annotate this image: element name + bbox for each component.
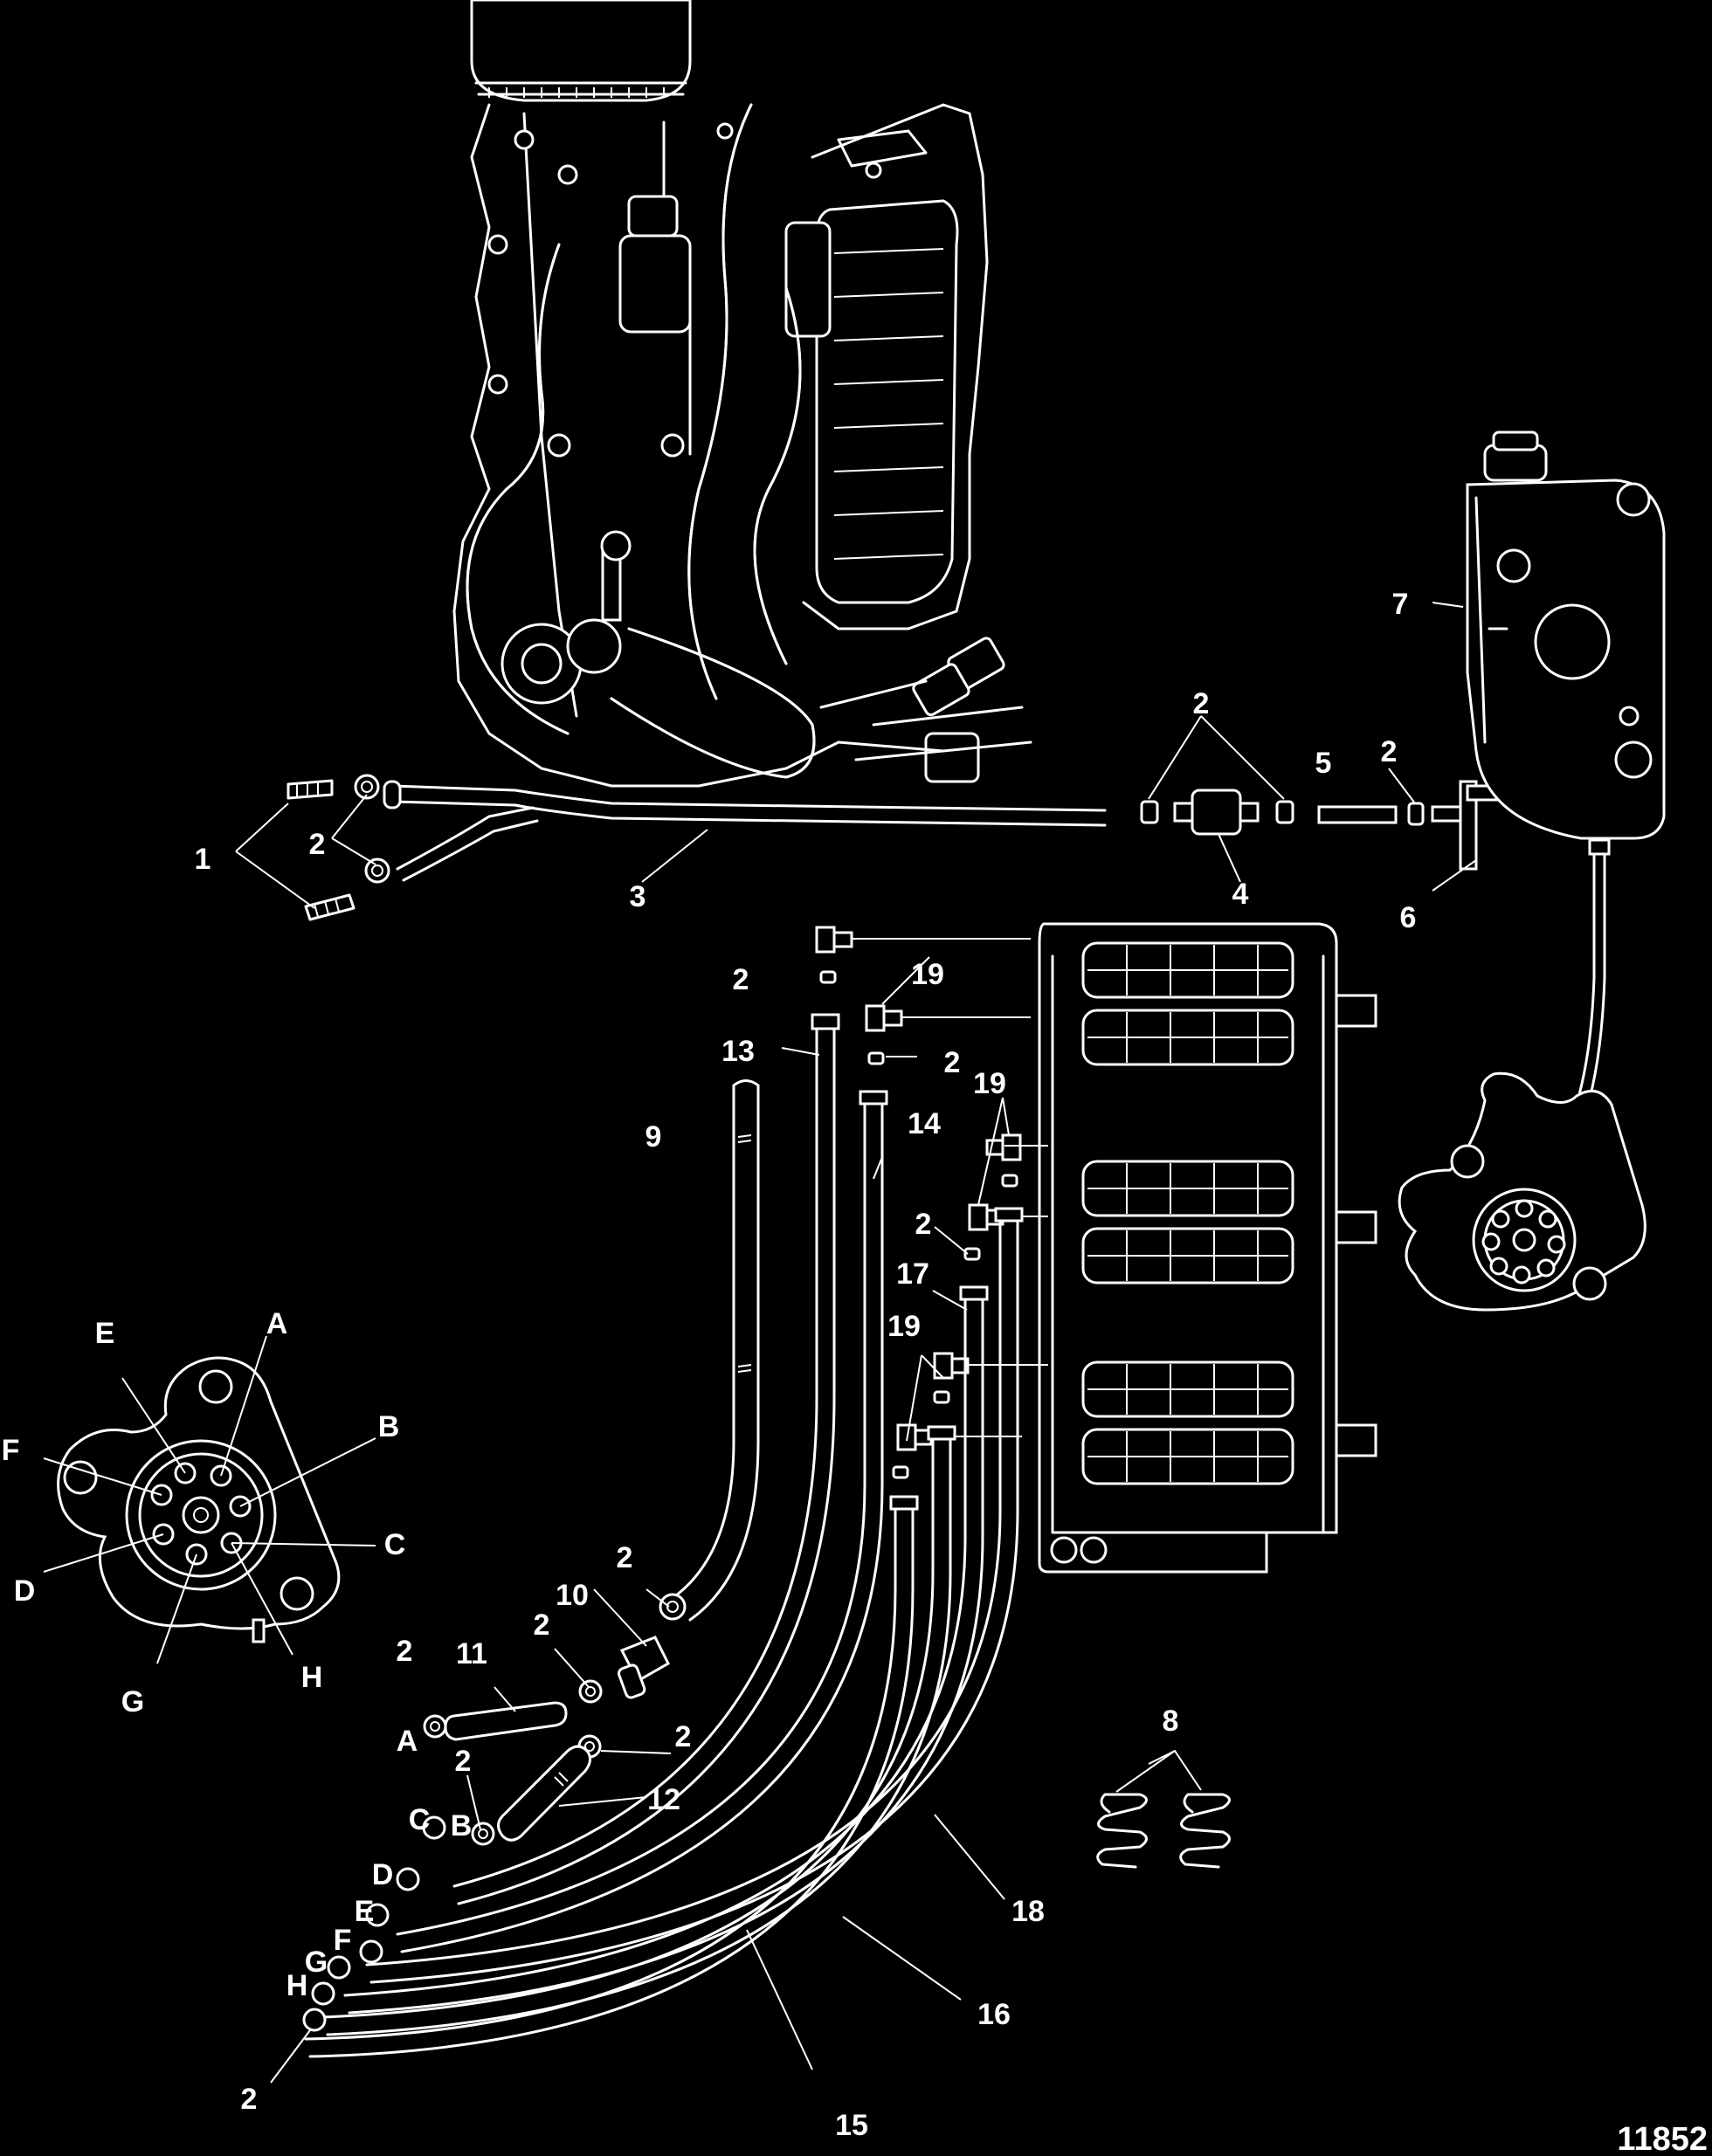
outlet-C: C — [409, 1803, 431, 1836]
pin-F-detail: F — [2, 1434, 20, 1467]
hose-12 — [497, 1745, 591, 1842]
callout-15: 15 — [835, 2109, 868, 2142]
engine-block — [452, 0, 1032, 788]
callout-6: 6 — [1400, 901, 1417, 934]
outlet-B: B — [451, 1809, 473, 1843]
callout-2: 2 — [617, 1541, 633, 1574]
reed-block-manifold — [1038, 922, 1377, 1574]
callout-2: 2 — [944, 1046, 961, 1079]
pin-B-detail: B — [378, 1410, 400, 1443]
callout-17: 17 — [896, 1257, 929, 1291]
elbow-fittings-19 — [815, 926, 1022, 1479]
callout-2: 2 — [534, 1608, 550, 1642]
callout-13: 13 — [721, 1035, 755, 1068]
callout-2: 2 — [309, 828, 326, 861]
oil-pump-detail-view — [57, 1356, 341, 1643]
callout-5: 5 — [1315, 747, 1332, 780]
callout-12: 12 — [647, 1783, 680, 1816]
callout-9: 9 — [645, 1120, 662, 1154]
pin-A-detail: A — [266, 1307, 288, 1340]
hose-5 — [1317, 805, 1398, 824]
figure-reference-number: 11852 — [1617, 2121, 1708, 2156]
callout-leader-lines — [235, 602, 1477, 2084]
outlet-clamps-A-H — [302, 1815, 446, 2032]
callout-2: 2 — [733, 963, 749, 996]
pin-H-detail: H — [301, 1661, 323, 1694]
spring-clips-8 — [1096, 1793, 1231, 1869]
outlet-A: A — [397, 1725, 418, 1758]
callout-19: 19 — [887, 1310, 921, 1343]
callout-8: 8 — [1163, 1705, 1179, 1738]
callout-19: 19 — [973, 1067, 1006, 1100]
callout-1: 1 — [195, 843, 211, 876]
tee-fitting-6 — [1407, 780, 1504, 871]
callout-2: 2 — [1193, 687, 1210, 720]
pin-D-detail: D — [14, 1574, 36, 1608]
hose-11 — [444, 1701, 568, 1741]
callout-2: 2 — [1381, 735, 1398, 768]
callout-2: 2 — [915, 1208, 932, 1241]
callout-3: 3 — [630, 880, 646, 913]
hose-clamps-2-left — [354, 774, 390, 884]
outlet-H: H — [286, 1969, 308, 2002]
callout-labels: 1 2 3 2 4 5 2 6 7 2 19 13 2 19 9 14 2 17… — [195, 588, 1417, 2142]
callout-18: 18 — [1011, 1895, 1045, 1928]
callout-2: 2 — [455, 1745, 472, 1778]
oil-supply-hose-3 — [383, 780, 1107, 882]
check-valve-fitting-1 — [286, 779, 356, 921]
pin-E-detail: E — [95, 1317, 115, 1350]
inline-filter-4 — [1140, 789, 1294, 836]
pin-letter-labels: A B C D E F G H A B C D E F G H — [2, 1307, 473, 2002]
outlet-D: D — [372, 1858, 394, 1891]
callout-16: 16 — [977, 1998, 1011, 2031]
callout-19: 19 — [911, 958, 944, 991]
pin-C-detail: C — [384, 1528, 406, 1561]
callout-10: 10 — [556, 1579, 589, 1612]
pin-leader-lines — [43, 1335, 376, 1664]
oil-reservoir-7 — [1466, 431, 1666, 1160]
elbow-leader-lines — [852, 938, 1048, 1437]
fitting-10 — [618, 1636, 670, 1699]
callout-11: 11 — [456, 1637, 487, 1670]
callout-7: 7 — [1392, 588, 1409, 621]
pin-G-detail: G — [121, 1685, 144, 1719]
callout-14: 14 — [908, 1107, 941, 1140]
oil-pump-right — [1398, 1071, 1646, 1312]
outlet-G: G — [305, 1946, 328, 1979]
outlet-E: E — [355, 1895, 375, 1928]
oil-distribution-lines-13-18 — [304, 1013, 1024, 2058]
outlet-F: F — [334, 1924, 352, 1957]
callout-2: 2 — [675, 1720, 692, 1753]
callout-4: 4 — [1232, 878, 1249, 911]
callout-2: 2 — [397, 1635, 413, 1668]
hose-9 — [671, 1079, 760, 1622]
callout-2: 2 — [241, 2083, 258, 2116]
